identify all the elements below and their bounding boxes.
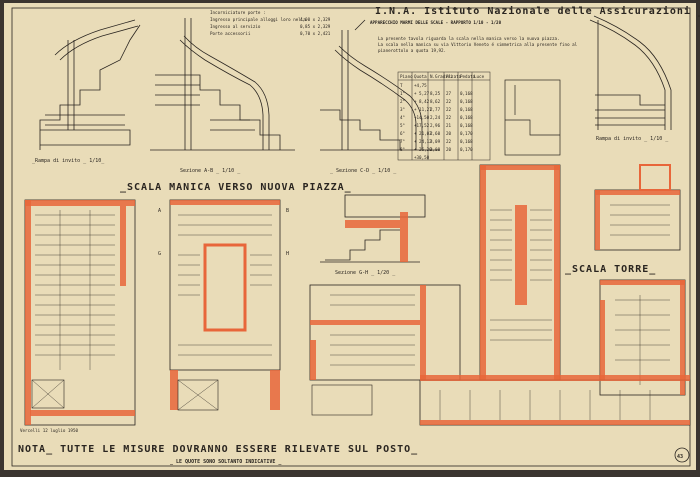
sezione-gh-drawing — [320, 194, 426, 263]
table-header-cell: N.Gradini — [430, 74, 453, 79]
table-cell: 1° — [400, 91, 405, 96]
scala-manica-heading: _SCALA MANICA VERSO NUOVA PIAZZA_ — [120, 182, 352, 193]
table-cell: + 26,20 — [414, 147, 432, 152]
plan-bottom-band — [419, 375, 691, 426]
spec-row-1-dims: 4,00 x 2,329 — [300, 17, 331, 22]
section-mark-g: G — [158, 251, 161, 257]
rampa-1-label: _Rampa di invito _ 1/10_ — [32, 158, 105, 164]
section-mark-h: H — [286, 251, 289, 257]
table-cell: 22 — [446, 139, 452, 144]
sezione-gh-label: Sezione G-H _ 1/20 _ — [335, 270, 396, 276]
table-cell: 0,170 — [460, 131, 473, 136]
nota-main: NOTA_ TUTTE LE MISURE DOVRANNO ESSERE RI… — [18, 444, 418, 455]
table-cell: +30,50 — [414, 155, 430, 160]
table-cell: + 21,03 — [414, 131, 432, 136]
table-cell: 7° — [400, 139, 405, 144]
table-cell: 21 — [446, 123, 452, 128]
subtitle-text: APPARECCHIO MARMI DELLE SCALE - RAPPORTO… — [370, 20, 502, 25]
spec-row-3-label: Porte accessorii — [210, 31, 251, 36]
plan-right-upper — [594, 164, 681, 251]
spec-box: Incorniciature porte : Ingresso principa… — [210, 10, 331, 36]
table-cell: 3,09 — [430, 139, 441, 144]
sheet-number-circle — [674, 447, 690, 463]
table-cell: +17,52 — [414, 123, 430, 128]
sezione-cd-drawing — [320, 19, 440, 151]
table-cell: 22 — [446, 115, 452, 120]
plan-middle-lower — [309, 284, 461, 416]
scala-torre-heading: _SCALA TORRE_ — [565, 264, 656, 275]
paper-background — [4, 3, 696, 470]
table-cell: 0,170 — [460, 147, 473, 152]
table-cell: + 8,42 — [414, 99, 430, 104]
table-cell: 2,60 — [430, 131, 441, 136]
table-cell: 6° — [400, 131, 405, 136]
plan-left — [24, 199, 136, 426]
table-cell: + 5,27 — [414, 91, 430, 96]
table-cell: +4,75 — [414, 83, 427, 88]
title-block: I.N.A. Istituto Nazionale delle Assicura… — [370, 5, 700, 53]
table-cell: T — [400, 83, 403, 88]
table-cell: 5° — [400, 123, 405, 128]
sezione-cd-label: _ Sezione C-D _ 1/10 _ — [330, 168, 397, 174]
title-text: I.N.A. Istituto Nazionale delle Assicura… — [375, 5, 700, 17]
description-line-3: pianerottolo a quota 19,92. — [378, 48, 446, 53]
sheet-number: 43 — [677, 454, 683, 460]
table-cell: +14,50 — [414, 115, 430, 120]
table-cell: 20 — [446, 131, 452, 136]
table-header-cell: Luce — [474, 74, 485, 79]
table-header-cell: Quota — [414, 74, 427, 79]
table-cell: 8° — [400, 147, 405, 152]
date-stamp: Vercelli 12 luglio 1950 — [20, 428, 78, 433]
table-cell: 27 — [446, 91, 452, 96]
rampa-invito-right-drawing — [589, 15, 672, 130]
table-cell: 2,24 — [430, 115, 441, 120]
table-cell: 2,08 — [430, 147, 441, 152]
spec-row-1-label: Ingresso principale alloggi loro nella — [210, 17, 306, 22]
spec-box-title: Incorniciature porte : — [210, 10, 265, 15]
sezione-ab-drawing — [150, 18, 295, 151]
table-cell: 20 — [446, 147, 452, 152]
table-cell: 8,25 — [430, 91, 441, 96]
table-header-cell: Piano — [400, 74, 413, 79]
table-cell: 8,62 — [430, 99, 441, 104]
levels-table — [397, 71, 491, 161]
spec-row-2-dims: 0,85 x 2,329 — [300, 24, 331, 29]
table-cell: 0,168 — [460, 107, 473, 112]
table-cell: 2,77 — [430, 107, 441, 112]
table-header-cell: Pedata — [460, 74, 476, 79]
spec-row-3-dims: 0,70 x 2,421 — [300, 31, 331, 36]
plan-ab — [169, 199, 281, 411]
rampa-2-label: Rampa di invito _ 1/10 _ — [596, 136, 669, 142]
nota-sub: _ LE QUOTE SONO SOLTANTO INDICATIVE _ — [170, 459, 282, 465]
table-cell: + 24,12 — [414, 139, 432, 144]
section-mark-b: B — [286, 208, 289, 214]
small-plan-upper — [504, 79, 561, 156]
table-cell: 3° — [400, 107, 405, 112]
plan-scala-torre — [479, 164, 561, 381]
description-line-1: La presente tavola riguarda la scala nel… — [378, 36, 560, 41]
table-cell: 0,168 — [460, 99, 473, 104]
table-cell: 0,168 — [460, 115, 473, 120]
section-mark-a: A — [158, 208, 161, 214]
table-cell: + 11,27 — [414, 107, 432, 112]
table-cell: 2° — [400, 99, 405, 104]
plan-right-lower — [599, 279, 686, 396]
table-cell: 4° — [400, 115, 405, 120]
description-line-2: La scala nella manica su via Vittorio Ve… — [378, 42, 578, 47]
table-cell: 22 — [446, 107, 452, 112]
table-cell: 0,168 — [460, 123, 473, 128]
table-cell: 2,96 — [430, 123, 441, 128]
table-cell: 0,168 — [460, 139, 473, 144]
table-header-cell: Alzata — [446, 74, 462, 79]
spec-row-2-label: Ingresso al servizio — [210, 24, 261, 29]
frame-border — [11, 7, 691, 467]
table-cell: 0,168 — [460, 91, 473, 96]
rampa-invito-left-drawing — [39, 19, 141, 150]
sezione-ab-label: Sezione A-B _ 1/10 _ — [180, 168, 241, 174]
table-cell: 22 — [446, 99, 452, 104]
